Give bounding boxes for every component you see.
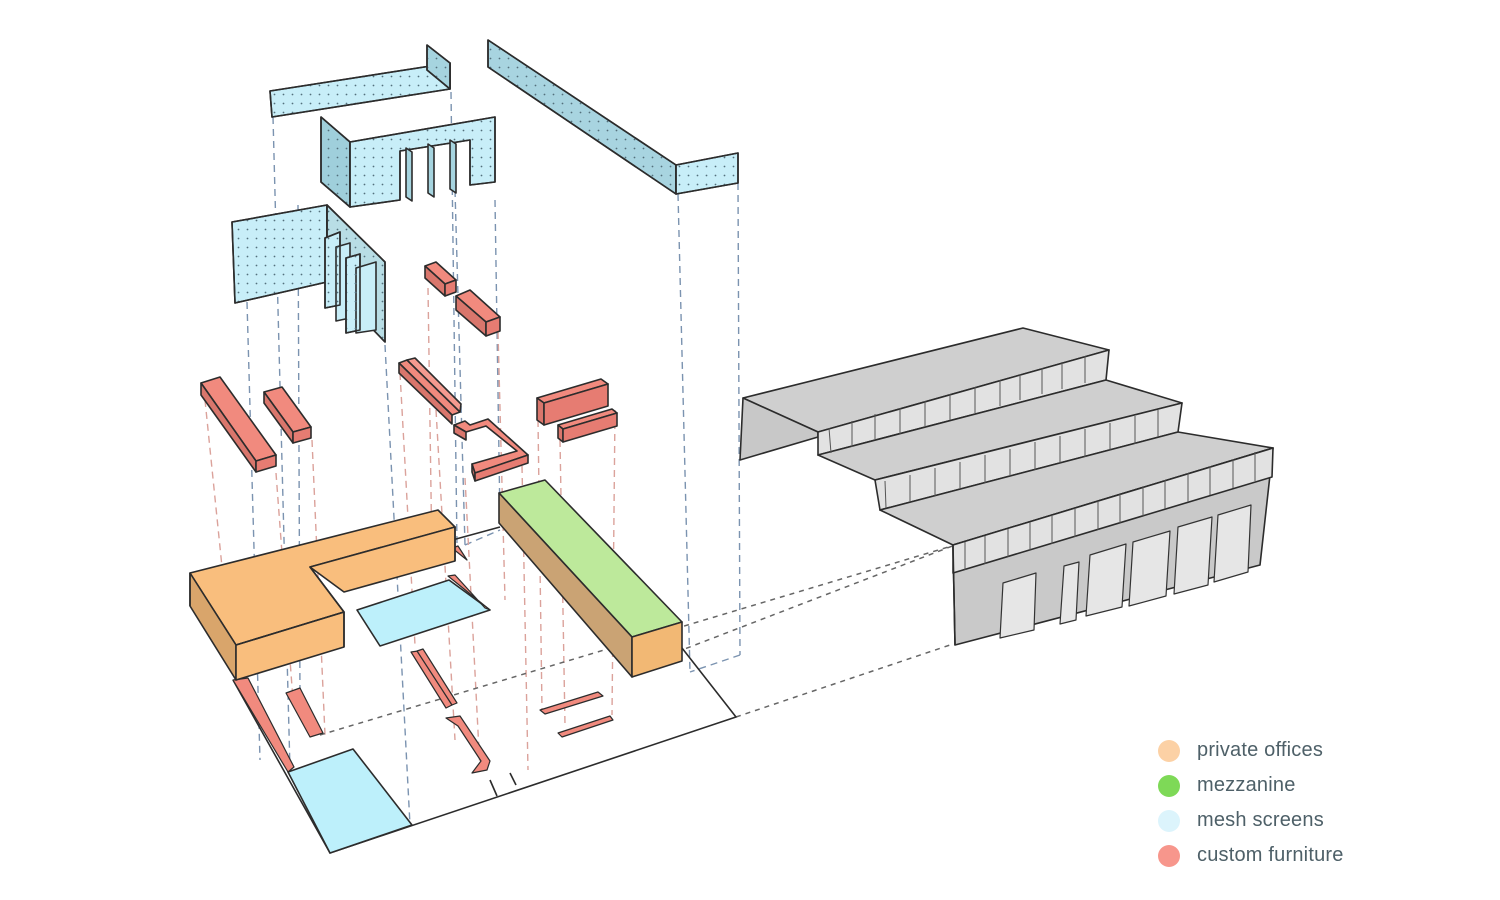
legend-item-mezzanine: mezzanine bbox=[1158, 768, 1344, 803]
mezzanine-swatch-icon bbox=[1158, 774, 1180, 797]
furniture-counter-stepped bbox=[453, 418, 529, 482]
base-floor-plan bbox=[189, 479, 737, 854]
furniture-desk-lower bbox=[557, 408, 618, 443]
mesh-screen-fins bbox=[231, 204, 386, 343]
legend-label: private offices bbox=[1197, 739, 1324, 761]
mesh-screen-top-left bbox=[269, 44, 451, 118]
legend-item-mesh-screens: mesh screens bbox=[1158, 803, 1344, 838]
mesh-screen-floor-zone-large bbox=[287, 748, 413, 854]
furniture-desk-upper bbox=[536, 378, 609, 426]
legend-label: mezzanine bbox=[1197, 774, 1296, 796]
private-offices-block bbox=[189, 509, 456, 681]
legend-label: mesh screens bbox=[1197, 809, 1324, 831]
mesh-screen-diagonal bbox=[487, 39, 739, 195]
building-shell bbox=[739, 327, 1274, 646]
furniture-bench-short bbox=[263, 386, 312, 444]
private-offices-swatch-icon bbox=[1158, 739, 1180, 762]
mesh-screen-slatted bbox=[320, 116, 496, 208]
mesh-screens-upper bbox=[231, 39, 739, 343]
legend-item-private-offices: private offices bbox=[1158, 733, 1344, 768]
furniture-box-small bbox=[424, 261, 457, 297]
furniture-bench-long bbox=[200, 376, 277, 473]
legend-label: custom furniture bbox=[1197, 844, 1344, 866]
furniture-counter-double bbox=[398, 357, 462, 425]
furniture-box-medium bbox=[455, 289, 501, 337]
custom-furniture-swatch-icon bbox=[1158, 844, 1180, 867]
furniture-upper bbox=[200, 261, 618, 482]
legend: private offices mezzanine mesh screens c… bbox=[1158, 733, 1344, 873]
legend-item-custom-furniture: custom furniture bbox=[1158, 838, 1344, 873]
mesh-screens-swatch-icon bbox=[1158, 809, 1180, 832]
mezzanine-block bbox=[498, 479, 683, 678]
